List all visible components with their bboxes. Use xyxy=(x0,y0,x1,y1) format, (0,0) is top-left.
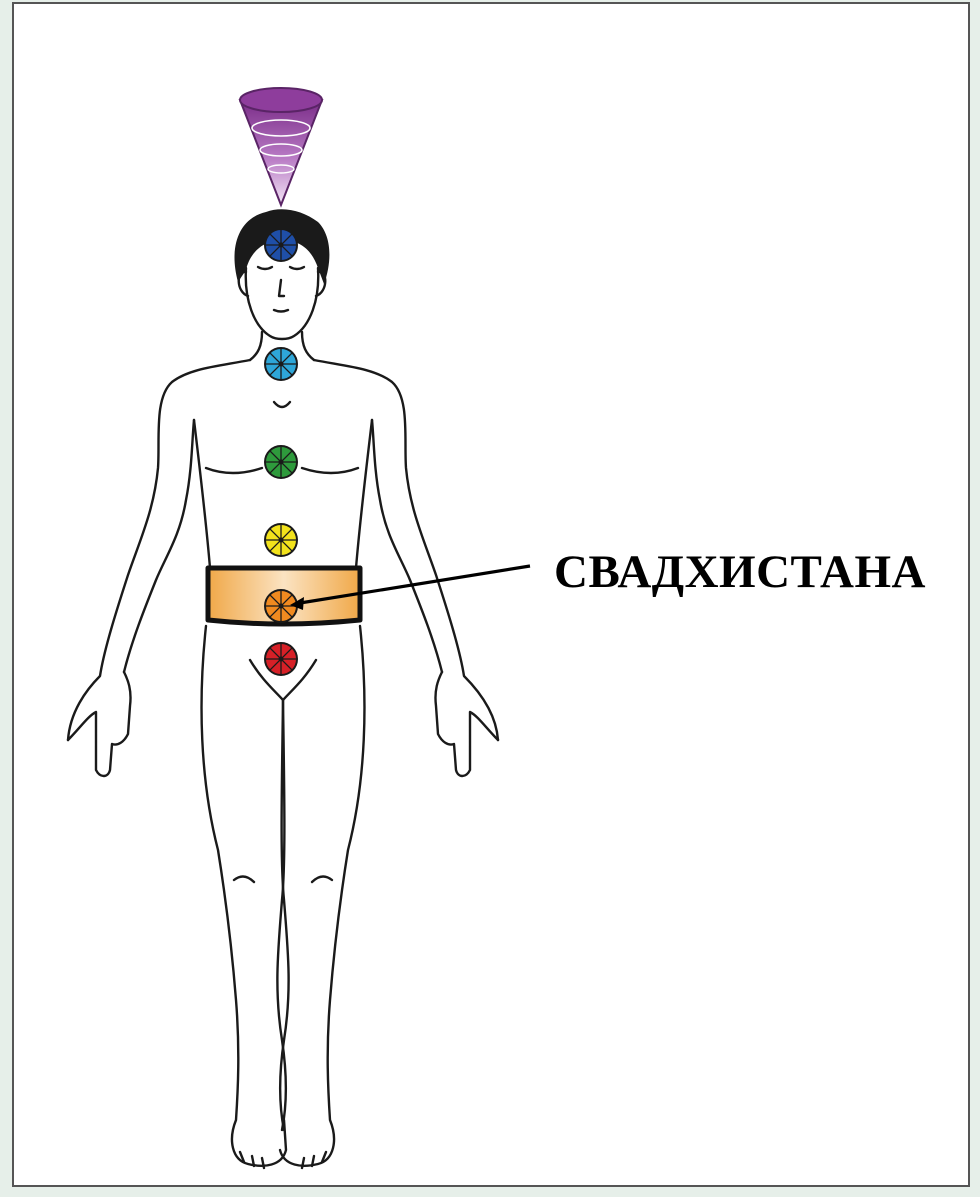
sacral-chakra-icon xyxy=(265,590,297,622)
crown-cone-icon xyxy=(240,88,322,205)
third-eye-chakra-icon xyxy=(265,229,297,261)
chakra-label: СВАДХИСТАНА xyxy=(554,545,926,599)
human-body-outline xyxy=(68,267,498,1168)
heart-chakra-icon xyxy=(265,446,297,478)
root-chakra-icon xyxy=(265,643,297,675)
solar-plexus-chakra-icon xyxy=(265,524,297,556)
throat-chakra-icon xyxy=(265,348,297,380)
